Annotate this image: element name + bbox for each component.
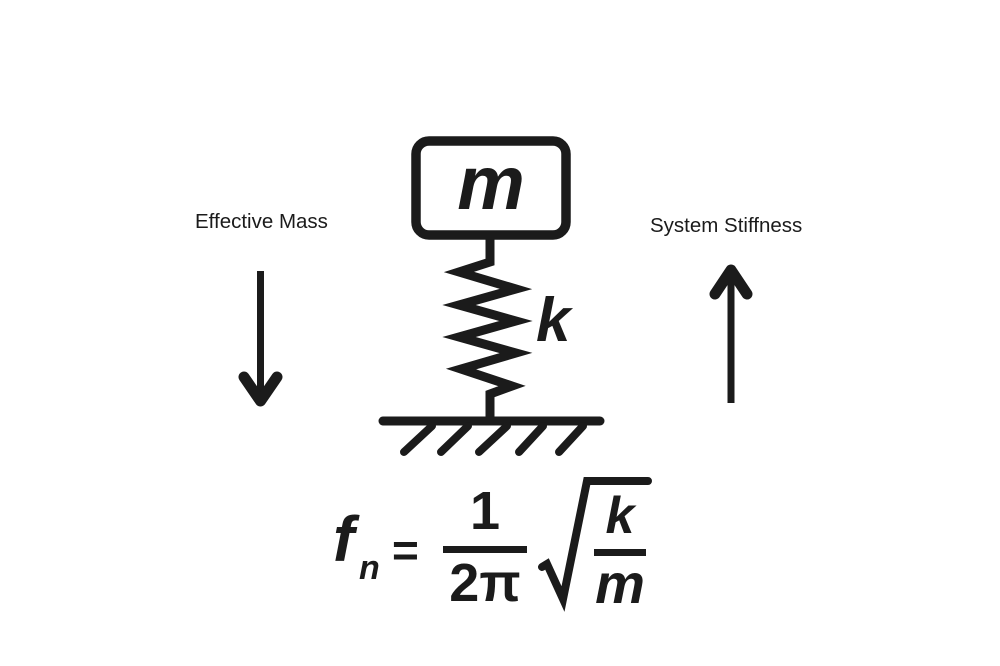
mass-box (411, 136, 571, 240)
fraction-bar (443, 546, 527, 553)
formula-subscript: n (359, 549, 380, 587)
effective-mass-label: Effective Mass (195, 210, 328, 233)
coefficient-denominator: 2π (449, 553, 521, 613)
radicand-fraction: k m (594, 487, 646, 615)
radicand-numerator: k (605, 487, 635, 545)
formula-variable: f (333, 503, 355, 575)
coefficient-numerator: 1 (469, 481, 501, 541)
radicand-denominator: m (595, 552, 645, 615)
radical-group: k m (536, 468, 652, 618)
spring-stiffness-symbol: k (536, 286, 571, 355)
system-stiffness-label: System Stiffness (650, 214, 803, 237)
fraction-bar (594, 549, 646, 556)
down-arrow-icon (238, 271, 283, 407)
spring (442, 238, 533, 421)
up-arrow-icon (709, 264, 753, 403)
coefficient-fraction: 1 2π (443, 484, 527, 610)
mass-symbol: m (457, 141, 525, 226)
equals-sign: = (392, 524, 419, 576)
square-root-sign (538, 477, 652, 612)
ground-hatching-icon (400, 422, 587, 456)
